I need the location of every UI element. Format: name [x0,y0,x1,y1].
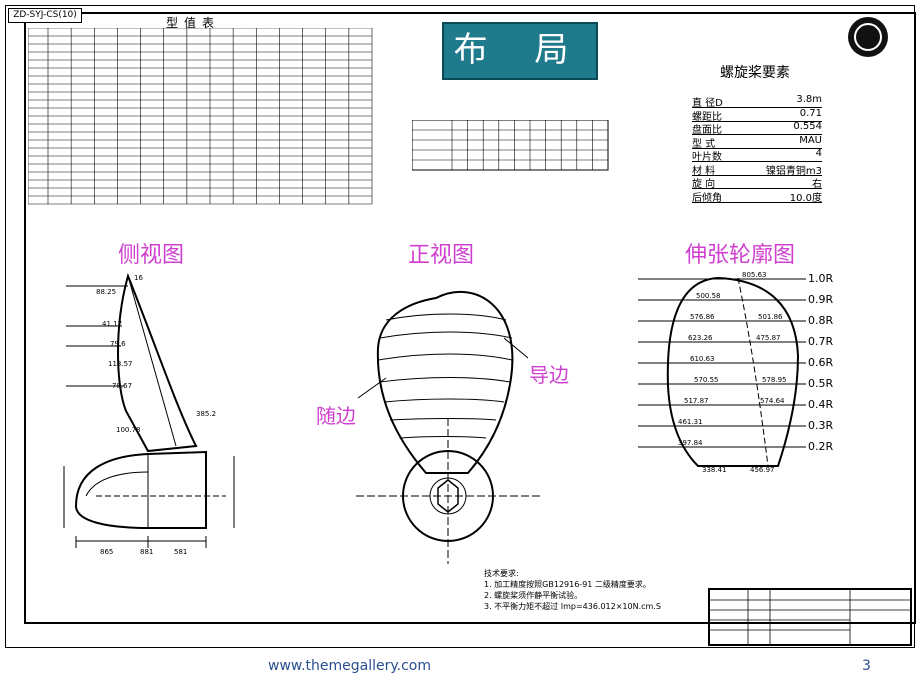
spec-value: 镍铝青铜m3 [765,165,822,177]
spec-value: 4 [815,148,822,159]
spec-value: 0.71 [799,107,822,119]
leading-edge-label: 导边 [529,363,569,387]
radius-label: 0.3R [808,419,834,432]
coord-table [28,28,373,205]
exp-dim-8: 461.31 [678,418,703,426]
exp-dim-2: 500.58 [696,292,721,300]
spec-key: 型 式 [692,138,716,150]
spec-row: 螺距比 0.71 [692,107,822,123]
exp-dim-15: 574.64 [760,397,785,405]
spec-title: 螺旋桨要素 [720,65,790,81]
exp-dim-10: 338.41 [702,466,727,474]
exp-dim-4: 623.26 [688,334,713,342]
radius-label: 0.6R [808,356,834,369]
note-line: 1. 加工精度按照GB12916-91 二级精度要求。 [484,580,651,589]
exp-dim-11: 456.97 [750,466,775,474]
side-dim-6: 78.67 [112,382,132,390]
front-view-title: 正视图 [408,243,475,268]
exp-dim-9: 397.84 [678,439,703,447]
spec-row: 直 径D 3.8m [692,94,822,109]
spec-value: MAU [799,134,822,146]
radius-label: 0.5R [808,377,834,390]
spec-key: 盘面比 [692,125,722,136]
expanded-outline-title: 伸张轮廓图 [685,243,796,268]
radius-label: 0.2R [808,440,834,453]
side-dim-11: 581 [174,548,187,556]
side-dim-7: 100.78 [116,426,141,434]
coord-table-title: 型值表 [166,16,221,30]
radius-label: 0.7R [808,335,834,348]
side-view-title: 侧视图 [118,243,185,268]
spec-key: 叶片数 [692,152,722,163]
note-line: 技术要求: [484,569,519,578]
spec-key: 旋 向 [692,179,716,190]
exp-dim-5: 610.63 [690,355,715,363]
side-dim-5: 113.57 [108,360,133,368]
side-dim-2: 88.25 [96,288,116,296]
radius-label: 1.0R [808,272,834,285]
radius-label: 0.8R [808,314,834,327]
drawing-frame [5,5,916,648]
footer-url[interactable]: www.themegallery.com [268,658,431,674]
page-title: 布 局 [442,22,598,80]
spec-value: 0.554 [793,121,822,132]
drawing-border [24,12,916,624]
spec-row: 型 式 MAU [692,134,822,150]
exp-dim-12: 501.86 [758,313,783,321]
exp-dim-3: 576.86 [690,313,715,321]
title-block [708,588,912,646]
company-logo [848,17,888,57]
radius-label: 0.9R [808,293,834,306]
drawing-number: ZD-SYJ-CS(10) [8,8,82,23]
spec-row: 后倾角 10.0度 [692,189,822,204]
spec-row: 叶片数 4 [692,148,822,163]
geometry-table [412,120,609,171]
spec-row: 旋 向右 [692,175,822,190]
spec-key: 材 料 [692,165,716,177]
side-dim-1: 16 [134,274,143,282]
exp-dim-6: 570.55 [694,376,719,384]
technical-notes: 技术要求: 1. 加工精度按照GB12916-91 二级精度要求。 2. 螺旋桨… [484,568,661,612]
side-dim-3: 41.17 [102,320,122,328]
note-line: 2. 螺旋桨须作静平衡试验。 [484,591,583,600]
exp-dim-7: 517.87 [684,397,709,405]
radius-label: 0.4R [808,398,834,411]
front-view-drawing [356,290,540,564]
spec-value: 3.8m [796,94,822,105]
spec-key: 螺距比 [692,111,722,123]
spec-row: 盘面比 0.554 [692,121,822,136]
page-number: 3 [862,658,871,674]
spec-key: 后倾角 [692,192,722,204]
trailing-edge-label: 随边 [316,404,356,428]
exp-dim-1: 805.63 [742,271,767,279]
side-dim-9: 865 [100,548,113,556]
side-view-drawing: 16 88.25 41.17 79.6 113.57 78.67 100.78 … [63,272,235,556]
side-dim-8: 385.2 [196,410,216,418]
spec-key: 直 径D [692,98,723,109]
side-dim-10: 881 [140,548,153,556]
exp-dim-14: 578.95 [762,376,787,384]
spec-row: 材 料 镍铝青铜m3 [692,162,822,177]
spec-value: 10.0度 [789,192,822,204]
exp-dim-13: 475.87 [756,334,781,342]
spec-value: 右 [812,179,822,190]
side-dim-4: 79.6 [110,340,126,348]
note-line: 3. 不平衡力矩不超过 Imp=436.012×10N.cm.S [484,602,661,611]
expanded-outline-drawing: 805.63 500.58 576.86 623.26 610.63 570.5… [638,271,806,474]
